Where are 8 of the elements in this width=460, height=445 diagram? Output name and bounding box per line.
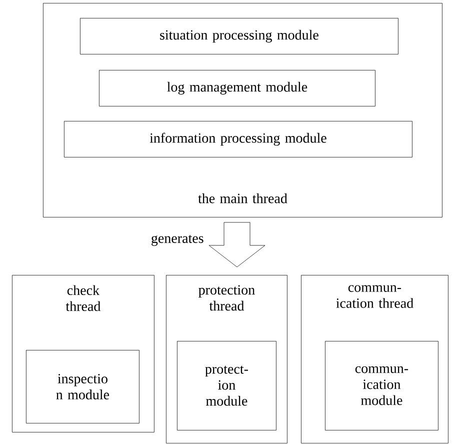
module-box: protect- ion module [177, 341, 276, 430]
module-box: situation processing module [80, 18, 398, 54]
module-box: inspectio n module [26, 350, 140, 424]
module-box: commun- ication module [325, 341, 438, 430]
edge-label: generates [152, 234, 204, 246]
module-box: information processing module [64, 121, 412, 158]
block-arrow [208, 222, 266, 268]
module-box: log management module [99, 70, 376, 106]
